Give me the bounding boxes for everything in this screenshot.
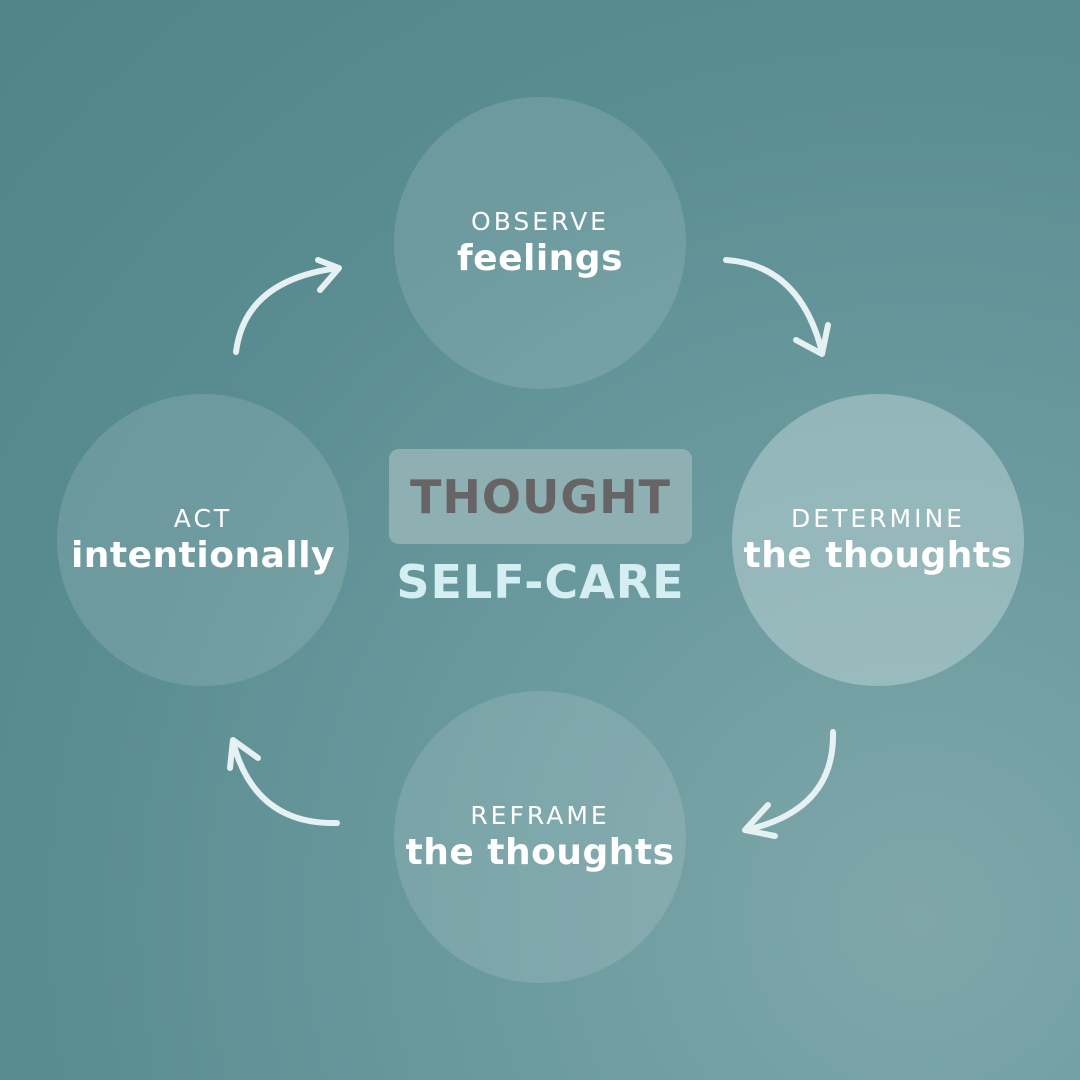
center-title: THOUGHT — [410, 469, 671, 524]
step-object: intentionally — [70, 535, 336, 576]
step-verb: ACT — [173, 504, 233, 533]
arrow-determine-to-reframe-icon — [742, 729, 837, 839]
step-determine: DETERMINE the thoughts — [732, 394, 1024, 686]
step-verb: OBSERVE — [471, 207, 609, 236]
step-verb: REFRAME — [470, 801, 610, 830]
center-title-box: THOUGHT — [389, 449, 692, 544]
step-act: ACT intentionally — [57, 394, 349, 686]
arrow-observe-to-determine-icon — [723, 257, 831, 357]
step-object: the thoughts — [405, 832, 675, 873]
step-observe: OBSERVE feelings — [394, 97, 686, 389]
step-object: feelings — [457, 238, 623, 279]
step-object: the thoughts — [743, 535, 1013, 576]
arrow-reframe-to-act-icon — [227, 737, 340, 827]
center-subtitle: SELF-CARE — [396, 555, 685, 609]
step-verb: DETERMINE — [791, 504, 965, 533]
step-reframe: REFRAME the thoughts — [394, 691, 686, 983]
arrow-act-to-observe-icon — [233, 257, 342, 355]
